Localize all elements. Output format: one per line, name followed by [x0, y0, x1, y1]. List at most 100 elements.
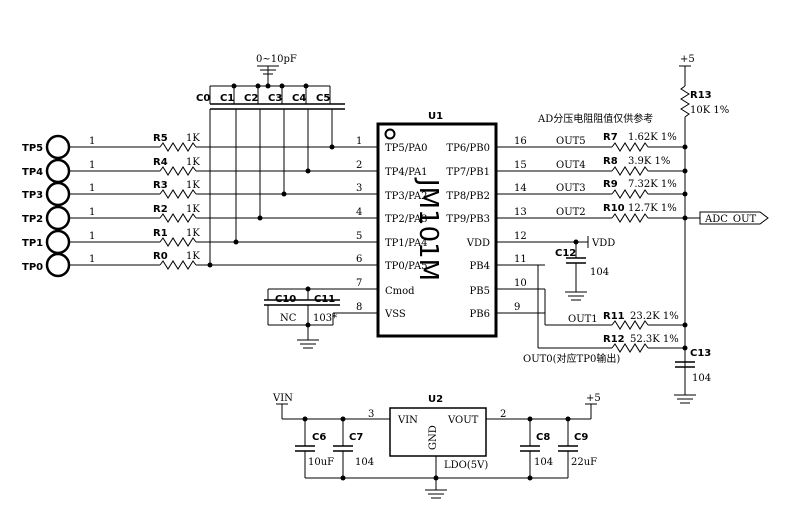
vdd-decoupling: VDD C12 104: [545, 236, 615, 301]
u1-pin-number: 16: [514, 136, 527, 147]
svg-text:OUT1: OUT1: [568, 314, 598, 325]
u1-part-number: JM101M: [413, 177, 443, 281]
svg-text:R8: R8: [603, 156, 618, 167]
u1-pin-name: Cmod: [385, 286, 415, 297]
u1-pin-name: PB6: [470, 309, 490, 320]
svg-text:104: 104: [355, 457, 374, 468]
u1-designator: U1: [428, 111, 443, 122]
svg-text:TP2: TP2: [22, 214, 43, 225]
u1-pin-number: 14: [514, 183, 527, 194]
pin1-marker: [384, 128, 396, 140]
svg-text:TP4: TP4: [22, 167, 43, 178]
out0-note: OUT0(对应TP0输出): [523, 352, 620, 365]
touch-pad-tp3: TP3 1 R3 1K: [22, 180, 333, 207]
svg-text:1: 1: [89, 254, 95, 265]
svg-text:52.3K 1%: 52.3K 1%: [630, 334, 679, 345]
touch-pad-tp4: TP4 1 R4 1K: [22, 157, 333, 184]
svg-text:1K: 1K: [186, 133, 200, 144]
svg-text:C1: C1: [220, 93, 234, 104]
u2-regulator: U2 VIN VOUT GND LDO(5V) 3 2 VIN C6 C7 10…: [272, 393, 601, 499]
svg-text:R11: R11: [603, 311, 625, 322]
svg-text:12.7K 1%: 12.7K 1%: [628, 203, 677, 214]
u1-pin-number: 15: [514, 160, 527, 171]
svg-text:R3: R3: [153, 180, 168, 191]
svg-text:C7: C7: [349, 432, 363, 443]
svg-text:2: 2: [500, 409, 506, 420]
svg-text:TP3: TP3: [22, 190, 43, 201]
svg-text:+5: +5: [680, 54, 695, 65]
svg-text:OUT2: OUT2: [556, 207, 586, 218]
svg-text:104: 104: [692, 373, 711, 384]
u1-pin-number: 2: [356, 160, 362, 171]
svg-text:23.2K 1%: 23.2K 1%: [630, 311, 679, 322]
u1-pin-name: TP7/PB1: [446, 167, 490, 178]
svg-text:C13: C13: [690, 348, 711, 359]
svg-text:VDD: VDD: [591, 238, 615, 249]
svg-text:103*: 103*: [313, 313, 337, 324]
u1-pin-number: 8: [356, 302, 362, 313]
svg-text:104: 104: [534, 457, 553, 468]
svg-text:TP0: TP0: [22, 262, 43, 273]
svg-text:104: 104: [590, 267, 609, 278]
u1-pin-number: 10: [514, 278, 527, 289]
svg-text:R9: R9: [603, 179, 618, 190]
svg-text:C12: C12: [555, 248, 576, 259]
u1-pin-name: VDD: [466, 238, 490, 249]
svg-text:C0: C0: [196, 93, 210, 104]
svg-text:R7: R7: [603, 132, 618, 143]
svg-text:1: 1: [89, 207, 95, 218]
sensitivity-caps: 0~10pF C0 C1 C2 C3 C4 C5: [196, 54, 345, 268]
svg-text:VIN: VIN: [397, 415, 418, 426]
u1-pin-number: 9: [514, 302, 520, 313]
svg-text:C4: C4: [292, 93, 306, 104]
svg-text:R10: R10: [603, 203, 625, 214]
svg-text:1K: 1K: [186, 204, 200, 215]
svg-text:22uF: 22uF: [571, 457, 597, 468]
svg-text:1K: 1K: [186, 180, 200, 191]
u1-right-pin-stubs: [496, 146, 545, 314]
svg-text:GND: GND: [428, 425, 439, 450]
adc-resistor-ladder: +5 R13 10K 1% AD分压电阻阻值仅供参考 OUT5 R7 1.62K…: [523, 54, 769, 404]
svg-text:R5: R5: [153, 133, 168, 144]
u1-pin-name: TP5/PA0: [385, 143, 428, 154]
touch-pad-tp1: TP1 1 R1 1K: [22, 228, 333, 255]
u1-pin-number: 6: [356, 254, 362, 265]
svg-text:10K 1%: 10K 1%: [690, 105, 729, 116]
u1-pin-name: TP9/PB3: [446, 214, 490, 225]
u1-pin-name: TP6/PB0: [446, 143, 490, 154]
svg-text:3: 3: [368, 409, 374, 420]
svg-text:NC: NC: [280, 313, 297, 324]
svg-text:1K: 1K: [186, 228, 200, 239]
u1-pin-name: TP0/PA5: [385, 261, 428, 272]
u1-pin-name: PB4: [470, 261, 490, 272]
u1-pin-name: TP3/PA2: [385, 191, 428, 202]
svg-text:C9: C9: [574, 432, 588, 443]
u1-pin-name: VSS: [384, 309, 406, 320]
svg-text:R1: R1: [153, 228, 168, 239]
svg-text:R12: R12: [603, 334, 625, 345]
svg-text:VIN: VIN: [272, 393, 293, 404]
svg-text:1.62K 1%: 1.62K 1%: [628, 132, 677, 143]
svg-text:OUT3: OUT3: [556, 183, 586, 194]
svg-text:C11: C11: [314, 294, 335, 305]
svg-text:1: 1: [89, 231, 95, 242]
u1-pin-number: 12: [514, 231, 527, 242]
caps-value: 0~10pF: [256, 54, 297, 65]
u1-left-pin-stubs: [333, 146, 378, 314]
u1-pin-number: 1: [356, 136, 362, 147]
u1-pin-number: 3: [356, 183, 362, 194]
touch-pad-tp2: TP2 1 R2 1K: [22, 204, 333, 231]
svg-text:7.32K 1%: 7.32K 1%: [628, 179, 677, 190]
svg-text:TP1: TP1: [22, 238, 43, 249]
u1-pin-number: 13: [514, 207, 527, 218]
svg-text:TP5: TP5: [22, 143, 43, 154]
u1-pin-number: 5: [356, 231, 362, 242]
u1-pin-number: 7: [356, 278, 362, 289]
svg-text:C2: C2: [244, 93, 258, 104]
svg-text:C5: C5: [316, 93, 330, 104]
u1-pin-name: PB5: [470, 286, 490, 297]
svg-text:OUT4: OUT4: [556, 160, 586, 171]
svg-text:U2: U2: [428, 394, 443, 405]
touch-pad-tp0: TP0 1 R0 1K: [22, 251, 333, 278]
